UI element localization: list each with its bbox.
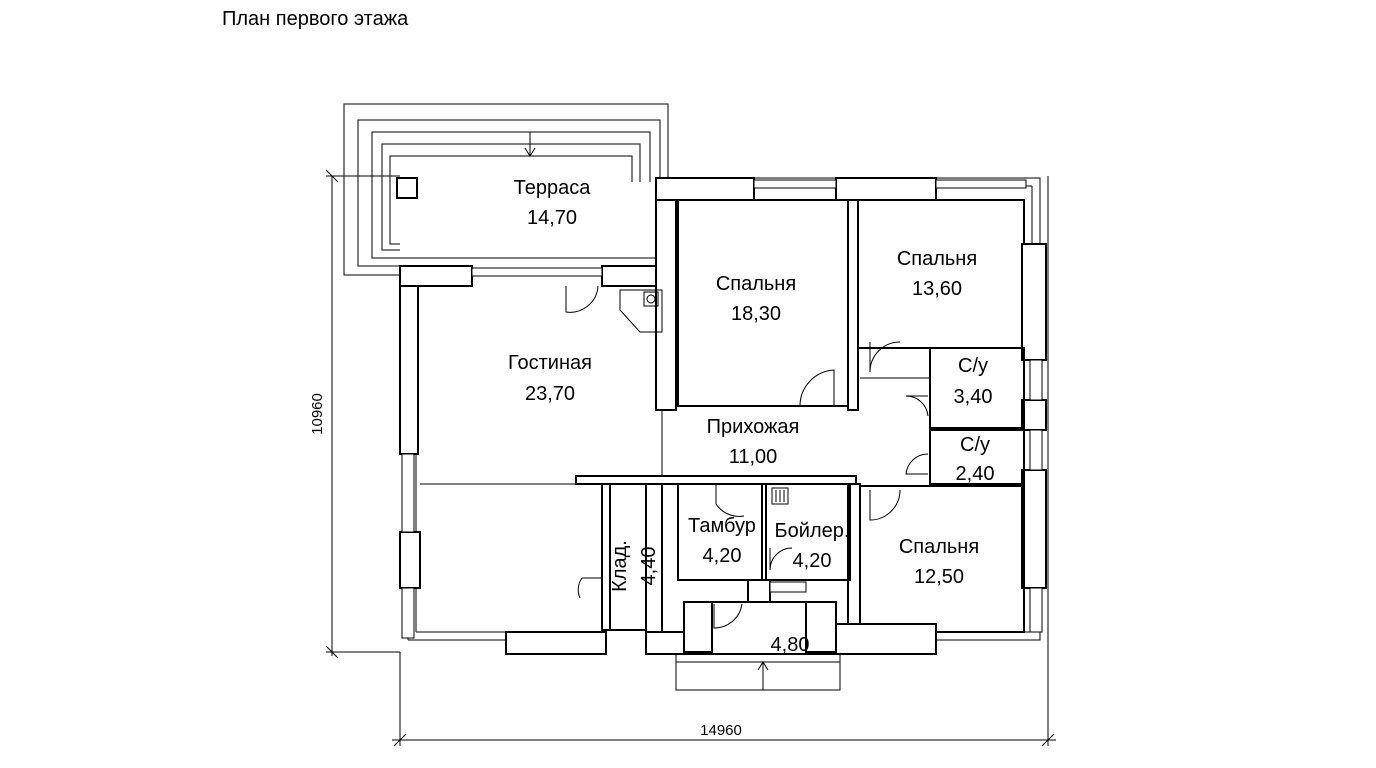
terrace-outline <box>343 103 669 276</box>
dimension-lines <box>325 169 1056 747</box>
walls <box>399 177 1047 691</box>
room-name-bedroom-3: Спальня <box>899 536 979 558</box>
room-name-living: Гостиная <box>508 352 592 374</box>
room-area-pantry: 4,40 <box>638 547 660 586</box>
room-area-bathroom-1: 3,40 <box>954 386 993 408</box>
room-name-bathroom-1: С/у <box>958 355 988 377</box>
room-name-terrace: Терраса <box>514 177 592 199</box>
room-area-bedroom-1: 18,30 <box>731 303 781 325</box>
dimension-width: 14960 <box>700 722 742 739</box>
room-area-terrace: 14,70 <box>527 207 577 229</box>
room-name-vestibule: Тамбур <box>688 515 756 537</box>
boiler-icon <box>771 487 789 505</box>
doors <box>565 285 929 629</box>
room-name-bathroom-2: С/у <box>960 434 990 456</box>
room-name-hallway: Прихожая <box>707 416 800 438</box>
room-labels: Терраса 14,70 Гостиная 23,70 Спальня 18,… <box>508 177 994 656</box>
room-name-pantry: Клад. <box>609 540 631 592</box>
room-area-hallway: 11,00 <box>729 446 778 468</box>
room-area-bedroom-3: 12,50 <box>914 566 964 588</box>
room-area-bedroom-2: 13,60 <box>912 278 962 300</box>
plan-title: План первого этажа <box>222 8 409 30</box>
room-name-boiler: Бойлер. <box>775 520 850 542</box>
dimension-height: 10960 <box>309 393 326 435</box>
room-name-bedroom-2: Спальня <box>897 248 977 270</box>
stove-icon <box>619 289 663 333</box>
room-name-bedroom-1: Спальня <box>716 273 796 295</box>
fixtures <box>619 289 789 505</box>
room-area-living: 23,70 <box>525 383 575 405</box>
windows <box>401 179 1043 639</box>
room-area-bathroom-2: 2,40 <box>956 463 995 485</box>
terrace-post <box>396 177 418 199</box>
room-area-boiler: 4,20 <box>793 550 832 572</box>
room-area-entrance: 4,80 <box>771 634 810 656</box>
room-area-vestibule: 4,20 <box>703 545 742 567</box>
